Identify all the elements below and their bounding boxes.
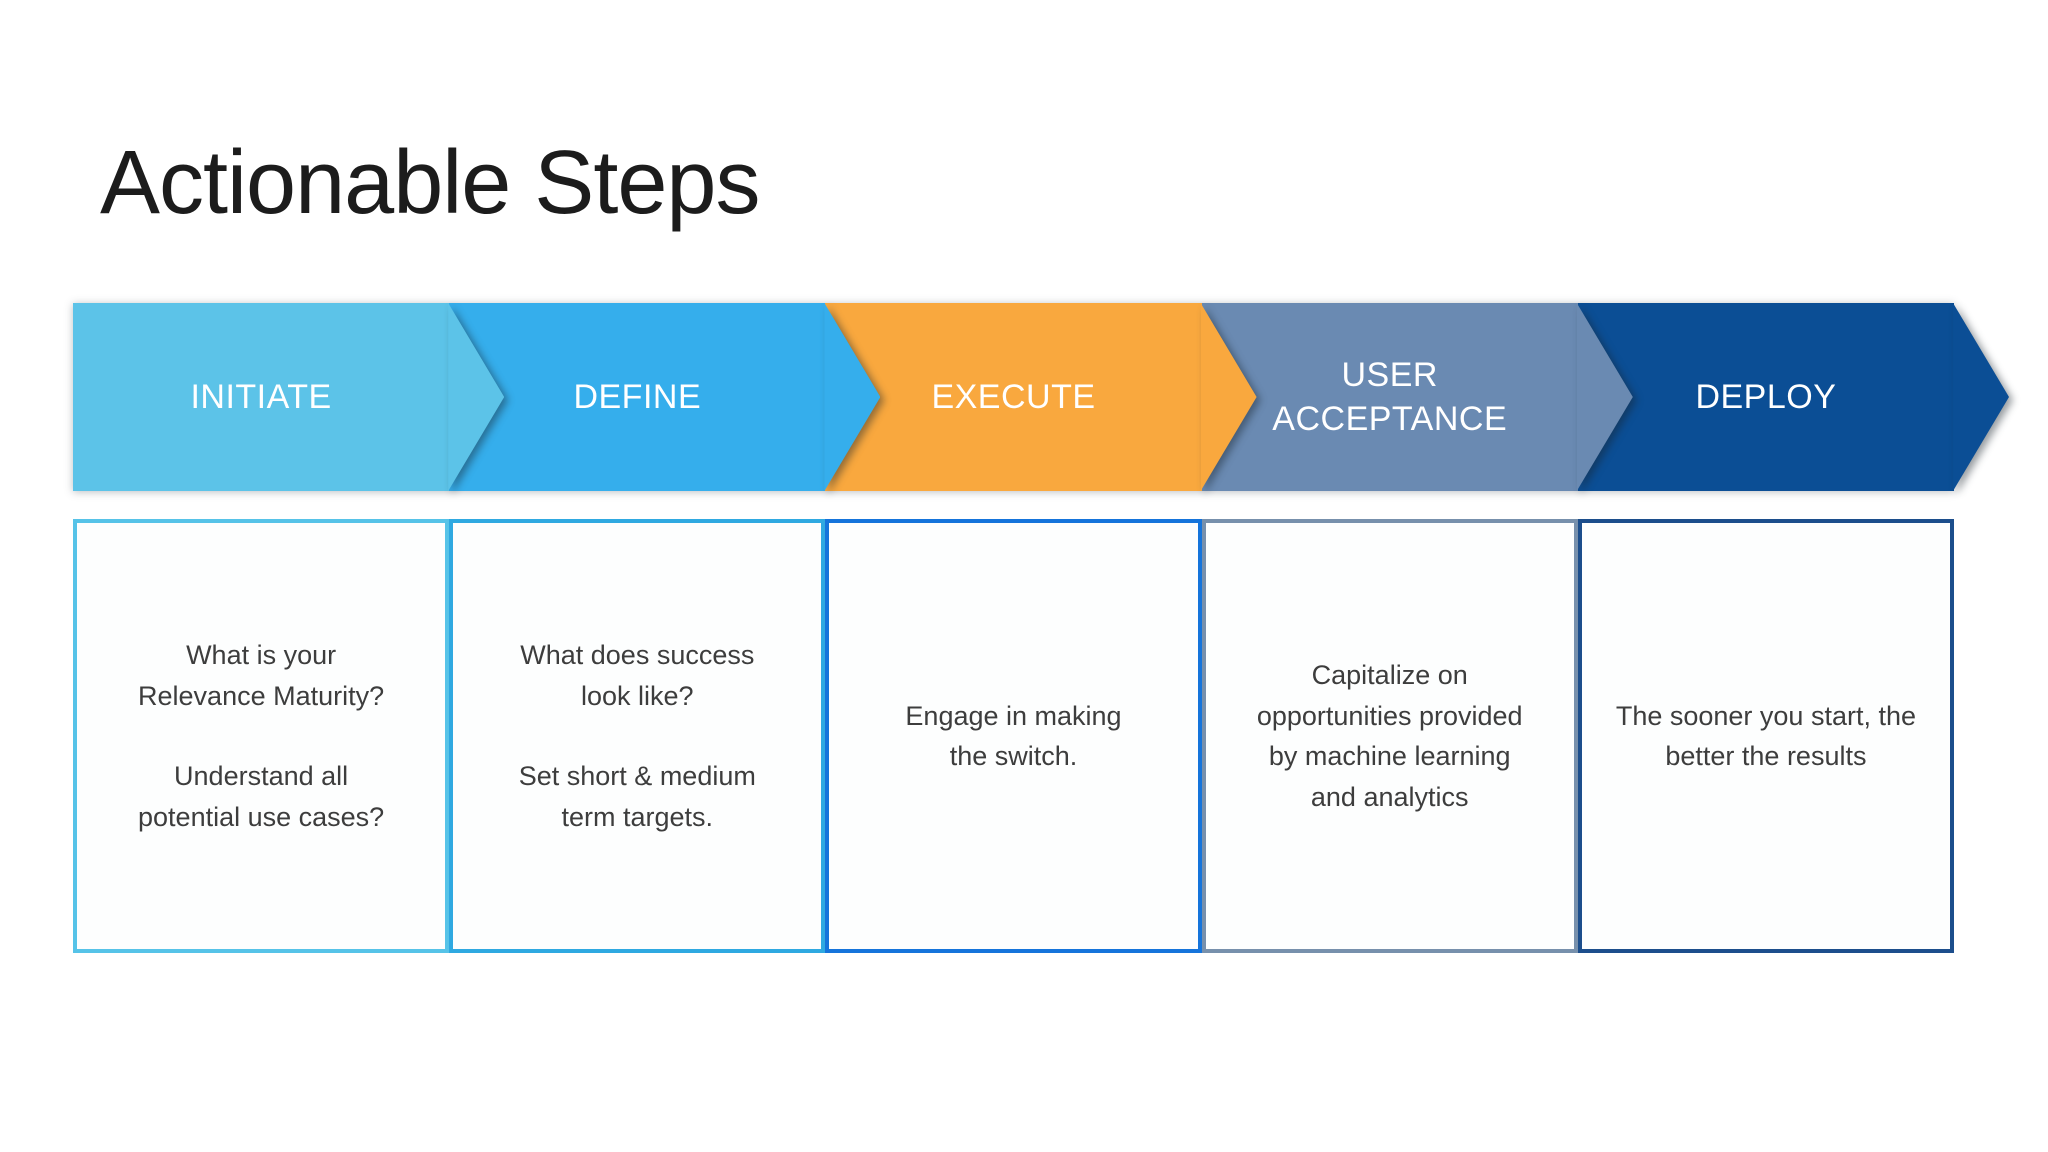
process-step-arrow-define: DEFINE (449, 303, 881, 491)
process-step-label: INITIATE (190, 377, 332, 416)
process-step-label: DEPLOY (1695, 377, 1837, 416)
step-description-text: The sooner you start, the better the res… (1615, 700, 1916, 772)
process-step-arrow-deploy: DEPLOY (1577, 303, 2010, 491)
step-description-text: Set short & medium term targets. (518, 761, 756, 832)
process-step-label: EXECUTE (931, 377, 1096, 416)
step-description-box-deploy: The sooner you start, the better the res… (1577, 519, 1955, 953)
page-title: Actionable Steps (100, 133, 760, 234)
step-description-text: Understand all potential use cases? (138, 761, 385, 832)
process-step-arrow-execute: EXECUTE (825, 303, 1257, 491)
step-description-text: Capitalize on opportunities provided by … (1256, 660, 1523, 812)
step-description-box-execute: Engage in making the switch. (825, 519, 1202, 953)
process-step-label: DEFINE (573, 377, 702, 416)
step-description-row: What is your Relevance Maturity? Understa… (73, 519, 1955, 953)
process-step-arrow-user-acceptance: USER ACCEPTANCE (1201, 303, 1633, 491)
step-description-box-user-acceptance: Capitalize on opportunities provided by … (1201, 519, 1578, 953)
step-description-box-initiate: What is your Relevance Maturity? Understa… (73, 519, 450, 953)
process-arrow-band: INITIATE DEFINE EXECUTE USER ACCEPTANCE DEPL… (73, 303, 2010, 491)
chevron-tip-icon (1953, 303, 2010, 491)
step-description-text: Engage in making the switch. (905, 700, 1122, 772)
step-description-text: What is your Relevance Maturity? (138, 640, 385, 711)
step-description-box-define: What does success look like? Set short & … (449, 519, 826, 953)
step-description-text: What does success look like? (520, 640, 755, 711)
process-step-label: USER ACCEPTANCE (1272, 355, 1508, 438)
process-step-arrow-initiate: INITIATE (73, 303, 505, 491)
